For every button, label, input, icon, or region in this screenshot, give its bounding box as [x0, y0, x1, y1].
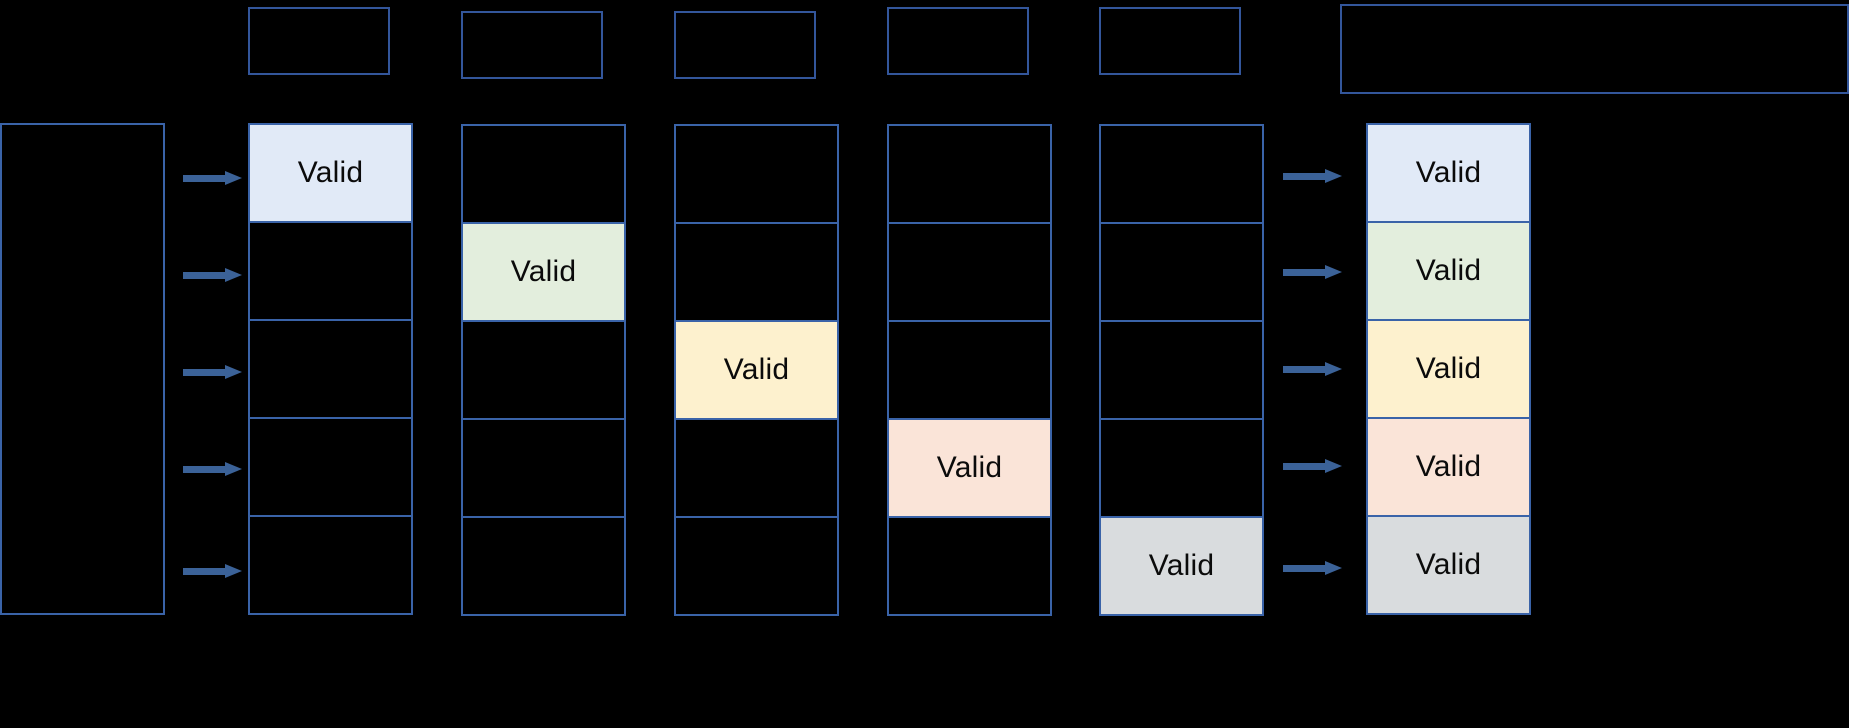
column-header-box-6[interactable] [1340, 4, 1849, 94]
column-4: Valid [887, 124, 1052, 616]
arrow-head [1325, 169, 1342, 183]
column-2-cell-3[interactable] [461, 320, 626, 420]
arrows-column-5-to-result-arrow-icon-1 [1283, 169, 1342, 183]
column-6-result-cell-5[interactable]: Valid [1366, 515, 1531, 615]
arrow-head [225, 171, 242, 185]
cell-label: Valid [1148, 549, 1215, 582]
column-6-result-cell-2[interactable]: Valid [1366, 221, 1531, 321]
arrows-source-to-column-1-arrow-icon-5 [183, 564, 242, 578]
column-3-cell-2[interactable] [674, 222, 839, 322]
column-3-cell-3[interactable]: Valid [674, 320, 839, 420]
column-5-cell-4[interactable] [1099, 418, 1264, 518]
column-2: Valid [461, 124, 626, 616]
arrow-shaft [183, 466, 225, 473]
column-3-cell-5[interactable] [674, 516, 839, 616]
arrow-shaft [1283, 565, 1325, 572]
column-2-cell-1[interactable] [461, 124, 626, 224]
cell-label: Valid [1415, 352, 1482, 385]
arrow-shaft [183, 568, 225, 575]
column-2-cell-4[interactable] [461, 418, 626, 518]
arrow-head [225, 268, 242, 282]
cell-label: Valid [723, 353, 790, 386]
column-1-cell-1[interactable]: Valid [248, 123, 413, 223]
column-1-cell-2[interactable] [248, 221, 413, 321]
column-1: Valid [248, 123, 413, 615]
column-6-result-cell-4[interactable]: Valid [1366, 417, 1531, 517]
arrow-head [225, 462, 242, 476]
arrows-column-5-to-result-arrow-icon-5 [1283, 561, 1342, 575]
arrow-head [1325, 265, 1342, 279]
cell-label: Valid [510, 255, 577, 288]
column-header-box-4[interactable] [887, 7, 1029, 75]
arrow-shaft [1283, 269, 1325, 276]
cell-label: Valid [1415, 548, 1482, 581]
column-header-box-1[interactable] [248, 7, 390, 75]
cell-label: Valid [1415, 450, 1482, 483]
arrows-source-to-column-1-arrow-icon-1 [183, 171, 242, 185]
arrow-head [1325, 561, 1342, 575]
arrows-column-5-to-result-arrow-icon-3 [1283, 362, 1342, 376]
column-5-cell-2[interactable] [1099, 222, 1264, 322]
column-header-box-5[interactable] [1099, 7, 1241, 75]
column-5-cell-3[interactable] [1099, 320, 1264, 420]
column-3-cell-4[interactable] [674, 418, 839, 518]
column-1-cell-3[interactable] [248, 319, 413, 419]
column-4-cell-5[interactable] [887, 516, 1052, 616]
column-6-result-cell-1[interactable]: Valid [1366, 123, 1531, 223]
column-4-cell-2[interactable] [887, 222, 1052, 322]
arrows-column-5-to-result-arrow-icon-4 [1283, 459, 1342, 473]
arrows-source-to-column-1-arrow-icon-2 [183, 268, 242, 282]
arrow-head [225, 564, 242, 578]
arrow-shaft [183, 272, 225, 279]
column-4-cell-4[interactable]: Valid [887, 418, 1052, 518]
column-3: Valid [674, 124, 839, 616]
cell-label: Valid [1415, 254, 1482, 287]
column-4-cell-1[interactable] [887, 124, 1052, 224]
column-header-box-2[interactable] [461, 11, 603, 79]
column-5-cell-1[interactable] [1099, 124, 1264, 224]
arrow-shaft [1283, 366, 1325, 373]
arrows-source-to-column-1-arrow-icon-3 [183, 365, 242, 379]
source-box[interactable] [0, 123, 165, 615]
arrow-shaft [183, 175, 225, 182]
arrow-shaft [1283, 463, 1325, 470]
arrow-head [1325, 459, 1342, 473]
column-1-cell-5[interactable] [248, 515, 413, 615]
column-header-box-3[interactable] [674, 11, 816, 79]
arrow-head [225, 365, 242, 379]
column-1-cell-4[interactable] [248, 417, 413, 517]
cell-label: Valid [297, 156, 364, 189]
column-4-cell-3[interactable] [887, 320, 1052, 420]
cell-label: Valid [936, 451, 1003, 484]
column-3-cell-1[interactable] [674, 124, 839, 224]
arrow-shaft [183, 369, 225, 376]
column-6-result-cell-3[interactable]: Valid [1366, 319, 1531, 419]
arrow-head [1325, 362, 1342, 376]
arrow-shaft [1283, 173, 1325, 180]
cell-label: Valid [1415, 156, 1482, 189]
column-5: Valid [1099, 124, 1264, 616]
arrows-source-to-column-1-arrow-icon-4 [183, 462, 242, 476]
column-2-cell-5[interactable] [461, 516, 626, 616]
column-2-cell-2[interactable]: Valid [461, 222, 626, 322]
column-5-cell-5[interactable]: Valid [1099, 516, 1264, 616]
arrows-column-5-to-result-arrow-icon-2 [1283, 265, 1342, 279]
